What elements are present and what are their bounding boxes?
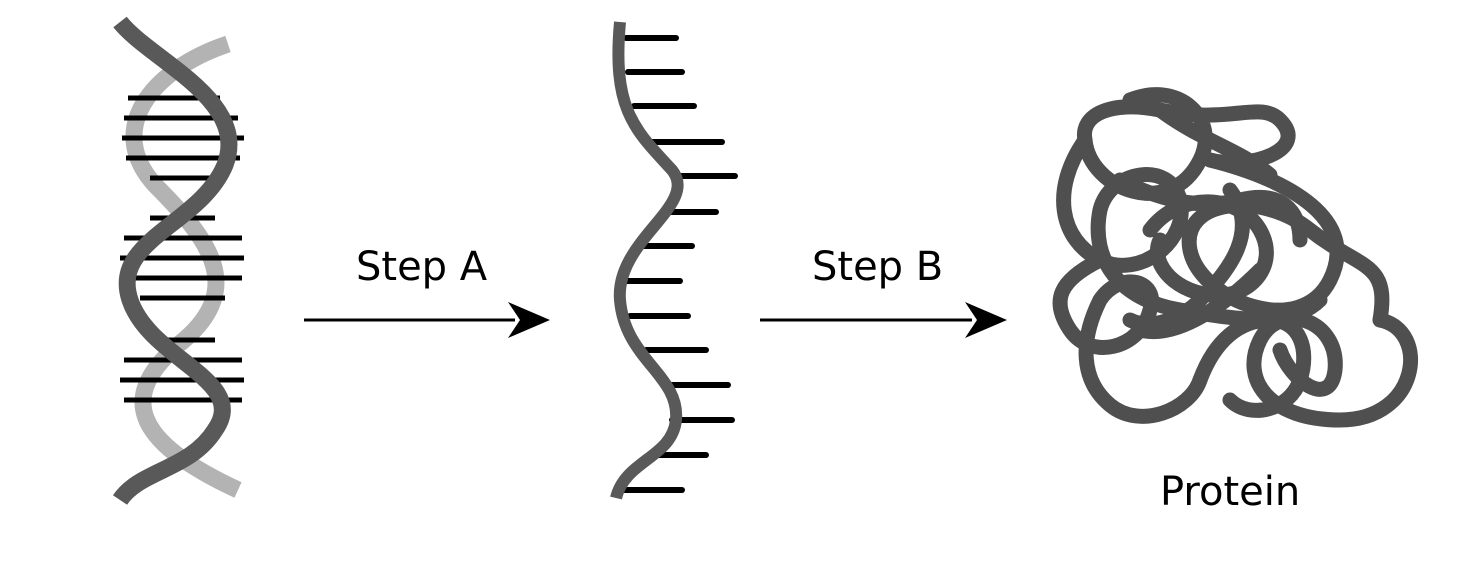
step-b-label: Step B (812, 244, 944, 290)
step-a-label: Step A (356, 244, 488, 290)
arrow-step-a (304, 302, 550, 338)
arrow-step-b (760, 302, 1007, 338)
protein-coil-icon (1052, 87, 1419, 428)
protein-label: Protein (1160, 469, 1301, 515)
rna-strand-icon (610, 21, 738, 500)
dna-back-strand (125, 35, 242, 498)
dna-helix-icon (112, 16, 244, 506)
rna-backbone (610, 21, 684, 500)
dna-front-strand (112, 16, 238, 506)
